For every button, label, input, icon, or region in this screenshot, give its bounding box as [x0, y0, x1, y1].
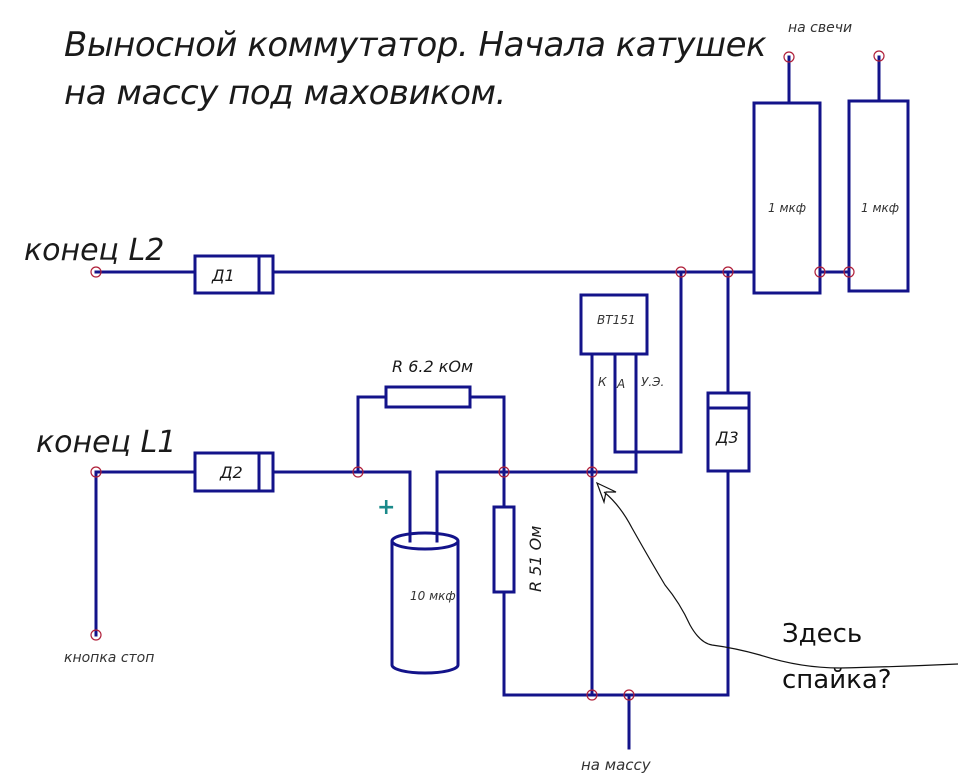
label-l2-end: конец L2	[24, 233, 164, 268]
coil-1-label: 1 мкф	[768, 201, 806, 215]
thyristor-label: BT151	[597, 313, 635, 327]
label-to-ground: на массу	[581, 756, 652, 774]
title-line-1: Выносной коммутатор. Начала катушек	[64, 25, 767, 65]
r2-label: R 51 Ом	[526, 526, 545, 592]
label-stop-button: кнопка стоп	[64, 650, 154, 666]
coil-2-label: 1 мкф	[861, 201, 899, 215]
d2-label: Д2	[219, 463, 243, 482]
label-to-spark-plugs: на свечи	[788, 20, 852, 36]
title-line-2: на массу под маховиком.	[64, 73, 506, 113]
node-r1-left	[352, 466, 364, 478]
node-coil-2	[843, 266, 855, 278]
annotation-line-2: спайка?	[782, 665, 892, 695]
capacitor-label: 10 мкф	[410, 589, 456, 603]
node-coil-1	[814, 266, 826, 278]
resistor-r2[interactable]: R 51 Ом	[492, 505, 545, 594]
label-l1-end: конец L1	[36, 425, 176, 460]
coil-2[interactable]: 1 мкф	[847, 99, 910, 293]
terminal-stop[interactable]	[90, 629, 102, 641]
d3-label: Д3	[715, 428, 739, 447]
pin-cathode-label: К	[598, 375, 607, 389]
wires	[94, 55, 881, 750]
pin-anode-label: А	[616, 377, 625, 391]
terminal-ground[interactable]	[623, 689, 635, 701]
diode-d3[interactable]: Д3	[706, 391, 751, 473]
terminal-l2[interactable]	[90, 266, 102, 278]
wire-r1-left	[356, 395, 388, 474]
resistor-r1[interactable]: R 6.2 кОм	[384, 357, 473, 409]
terminal-plug-1[interactable]	[783, 51, 795, 63]
terminal-plug-2[interactable]	[873, 50, 885, 62]
thyristor-bt151[interactable]: BT151 К А У.Э.	[579, 293, 664, 391]
wire-r1-right	[468, 395, 506, 474]
capacitor-10uf[interactable]: 10 мкф	[390, 531, 460, 675]
terminal-l1[interactable]	[90, 466, 102, 478]
nodes	[90, 50, 885, 701]
wire-anode	[613, 270, 683, 454]
d1-label: Д1	[211, 266, 235, 285]
plus-sign: +	[377, 495, 395, 520]
node-ground-cathode	[586, 689, 598, 701]
annotation-line-1: Здесь	[782, 619, 862, 649]
node-d3	[722, 266, 734, 278]
node-anode	[675, 266, 687, 278]
diode-d2[interactable]: Д2	[193, 451, 275, 493]
pin-gate-label: У.Э.	[641, 375, 664, 389]
annotation-arrow	[595, 481, 959, 669]
r1-label: R 6.2 кОм	[392, 357, 473, 376]
coil-1[interactable]: 1 мкф	[752, 101, 822, 295]
diode-d1[interactable]: Д1	[193, 254, 275, 295]
node-cathode-junction	[586, 466, 598, 478]
node-r1-right	[498, 466, 510, 478]
